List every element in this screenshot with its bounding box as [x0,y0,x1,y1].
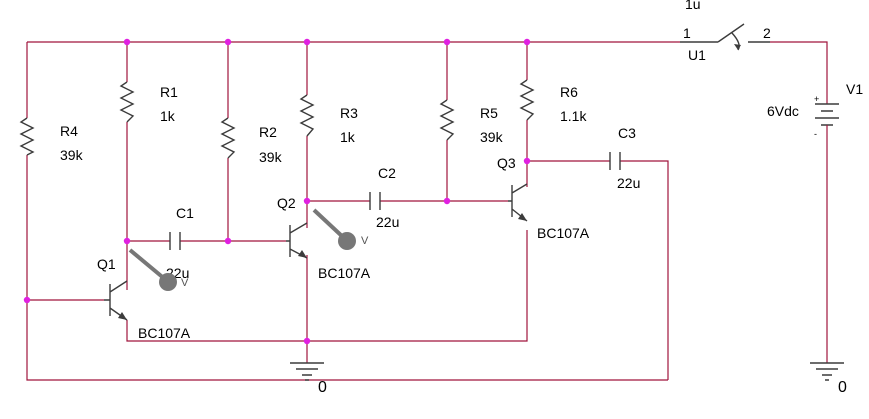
switch-pin1: 1 [683,25,691,41]
junction-node [123,237,131,245]
q2-name: Q2 [277,195,296,211]
r4-value: 39k [60,147,84,163]
r3-value: 1k [340,129,356,145]
ground-main: 0 [290,362,327,396]
r5-name: R5 [480,105,498,121]
capacitor-c1[interactable]: C1 22u [166,205,194,281]
r1-name: R1 [160,84,178,100]
r2-value: 39k [259,149,283,165]
r4-name: R4 [60,123,78,139]
emitter-arrow-icon [118,312,127,320]
junction-node [443,38,451,46]
q3-name: Q3 [497,155,516,171]
capacitor-c2[interactable]: C2 22u [369,165,399,230]
c1-name: C1 [176,205,194,221]
q2-model: BC107A [318,265,371,281]
voltage-probe-q1[interactable]: V [128,248,189,291]
junction-nodes [23,38,531,345]
c3-name: C3 [618,125,636,141]
voltage-source-v1[interactable]: + - 6Vdc V1 [767,81,863,139]
r2-name: R2 [259,124,277,140]
switch-time: 1u [685,0,701,12]
probe-icon [159,273,177,291]
r5-value: 39k [480,129,504,145]
q1-name: Q1 [97,256,116,272]
switch-name: U1 [688,47,706,63]
ground-main-label: 0 [318,379,327,396]
r1-value: 1k [160,108,176,124]
junction-node [303,38,311,46]
junction-node [123,38,131,46]
junction-node [443,197,451,205]
probe-label: V [361,235,369,247]
v1-minus: - [814,129,817,139]
junction-node [23,296,31,304]
v1-name: V1 [846,81,863,97]
resistor-r5[interactable]: R5 39k [439,99,504,145]
resistor-r3[interactable]: R3 1k [299,94,358,145]
resistor-r6[interactable]: R6 1.1k [519,79,587,124]
transistor-q1[interactable]: Q1 BC107A [97,256,191,341]
junction-node [303,197,311,205]
resistor-r1[interactable]: R1 1k [119,81,178,124]
v1-plus: + [814,94,819,104]
c2-value: 22u [376,214,399,230]
wires [26,41,828,381]
ground-source-label: 0 [838,379,847,396]
c3-value: 22u [617,175,640,191]
q3-model: BC107A [537,225,590,241]
junction-node [224,237,232,245]
probe-icon [338,232,356,250]
switch-arrow-icon [734,44,741,50]
junction-node [303,337,311,345]
transistor-q2[interactable]: Q2 BC107A [277,195,371,281]
resistor-r2[interactable]: R2 39k [220,117,283,165]
switch-u1[interactable]: 1u 1 2 U1 [680,0,771,63]
probe-label: V [181,277,189,289]
transistor-q3[interactable]: Q3 BC107A [497,155,590,241]
junction-node [523,38,531,46]
emitter-arrow-icon [298,250,307,258]
switch-pin2: 2 [763,25,771,41]
c2-name: C2 [378,165,396,181]
ground-source: 0 [810,362,847,396]
q1-model: BC107A [138,325,191,341]
r6-value: 1.1k [560,108,587,124]
junction-node [224,38,232,46]
r6-name: R6 [560,84,578,100]
v1-value: 6Vdc [767,103,799,119]
emitter-arrow-icon [518,213,527,221]
resistor-r4[interactable]: R4 39k [19,117,84,163]
capacitor-c3[interactable]: C3 22u [609,125,640,191]
junction-node [523,157,531,165]
voltage-probe-q2[interactable]: V [312,208,369,250]
r3-name: R3 [340,105,358,121]
